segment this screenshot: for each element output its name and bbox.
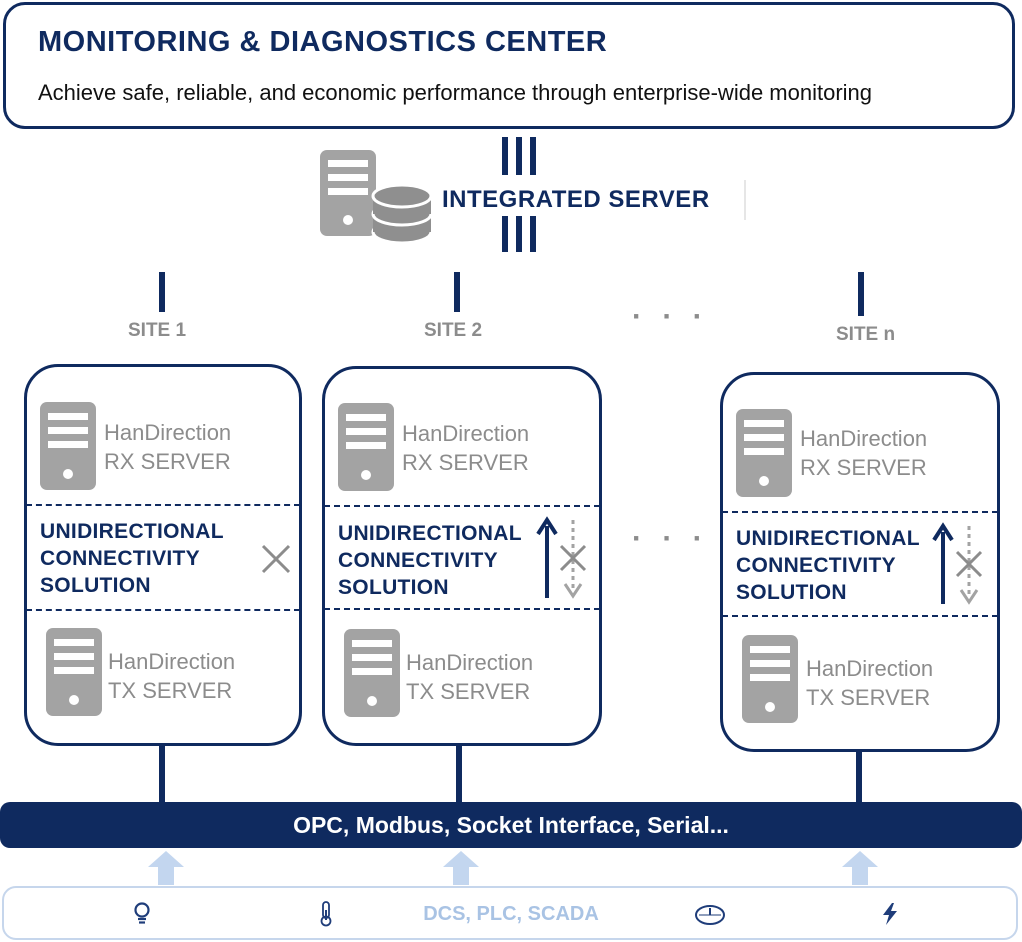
tx-server-product: HanDirection (108, 649, 236, 674)
rx-server-label: HanDirection RX SERVER (402, 419, 529, 477)
site-1-connector (159, 272, 165, 312)
monitoring-center-subtitle: Achieve safe, reliable, and economic per… (38, 80, 873, 105)
divider (722, 511, 998, 513)
rx-server-type: RX SERVER (800, 455, 927, 480)
integrated-server-label: INTEGRATED SERVER (442, 186, 710, 213)
site-1-bus-connector (159, 744, 165, 804)
solution-line: SOLUTION (736, 581, 847, 604)
divider (722, 615, 998, 617)
solution-line: CONNECTIVITY (338, 549, 498, 572)
tx-server-label: HanDirection TX SERVER (806, 654, 933, 712)
rx-server-icon (338, 403, 394, 491)
connector-bar (502, 137, 508, 175)
connector-bar (516, 137, 522, 175)
divider (324, 505, 600, 507)
connector-bar (516, 216, 522, 252)
tx-server-icon (344, 629, 400, 717)
rx-server-type: RX SERVER (402, 450, 529, 475)
site-2-bus-connector (456, 744, 462, 804)
blocked-x-icon (261, 544, 291, 574)
protocol-bus-label: OPC, Modbus, Socket Interface, Serial... (293, 812, 729, 838)
one-way-flow-icon (932, 522, 983, 605)
divider (324, 608, 600, 610)
rx-server-product: HanDirection (800, 426, 928, 451)
rx-server-product: HanDirection (402, 421, 530, 446)
tx-server-product: HanDirection (406, 650, 534, 675)
rx-server-icon (40, 402, 96, 490)
field-devices-box (2, 886, 1018, 940)
solution-line: SOLUTION (338, 576, 449, 599)
up-arrow-icon (443, 851, 479, 885)
site-n-label: SITE n (836, 324, 896, 345)
tx-server-icon (46, 628, 102, 716)
solution-line: CONNECTIVITY (40, 547, 200, 570)
divider (744, 180, 746, 220)
site-2-connector (454, 272, 460, 312)
rx-server-label: HanDirection RX SERVER (800, 424, 927, 482)
connector-bar (502, 216, 508, 252)
site-n-bus-connector (856, 750, 862, 804)
protocol-bus (0, 802, 1022, 848)
rx-server-product: HanDirection (104, 420, 232, 445)
unidirectional-solution-label: UNIDIRECTIONAL CONNECTIVITY SOLUTION (40, 518, 224, 599)
gauge-icon (695, 905, 725, 925)
ellipsis: · · · (632, 522, 709, 555)
tx-server-type: TX SERVER (406, 679, 531, 704)
field-devices-label: DCS, PLC, SCADA (423, 903, 599, 925)
one-way-flow-icon (536, 516, 587, 599)
solution-line: CONNECTIVITY (736, 554, 896, 577)
monitoring-center-title: MONITORING & DIAGNOSTICS CENTER (38, 26, 608, 58)
integrated-server-icon (320, 150, 433, 245)
divider (26, 504, 300, 506)
tx-server-icon (742, 635, 798, 723)
tx-server-label: HanDirection TX SERVER (406, 648, 533, 706)
tx-server-label: HanDirection TX SERVER (108, 647, 235, 705)
rx-server-type: RX SERVER (104, 449, 231, 474)
up-arrow-icon (842, 851, 878, 885)
unidirectional-solution-label: UNIDIRECTIONAL CONNECTIVITY SOLUTION (338, 520, 522, 601)
unidirectional-solution-label: UNIDIRECTIONAL CONNECTIVITY SOLUTION (736, 525, 920, 606)
tx-server-type: TX SERVER (806, 685, 931, 710)
connector-bar (530, 216, 536, 252)
solution-line: UNIDIRECTIONAL (736, 527, 920, 550)
thermometer-icon (320, 901, 332, 927)
ellipsis: · · · (632, 300, 709, 333)
tx-server-product: HanDirection (806, 656, 934, 681)
site-2-label: SITE 2 (424, 320, 483, 341)
solution-line: UNIDIRECTIONAL (40, 520, 224, 543)
solution-line: SOLUTION (40, 574, 151, 597)
monitoring-center-box (3, 2, 1015, 129)
divider (26, 609, 300, 611)
rx-server-icon (736, 409, 792, 497)
connector-bar (530, 137, 536, 175)
site-n-connector (858, 272, 864, 316)
bulb-icon (134, 902, 150, 924)
lightning-icon (883, 903, 897, 925)
solution-line: UNIDIRECTIONAL (338, 522, 522, 545)
tx-server-type: TX SERVER (108, 678, 233, 703)
rx-server-label: HanDirection RX SERVER (104, 418, 231, 476)
up-arrow-icon (148, 851, 184, 885)
site-1-label: SITE 1 (128, 320, 187, 341)
